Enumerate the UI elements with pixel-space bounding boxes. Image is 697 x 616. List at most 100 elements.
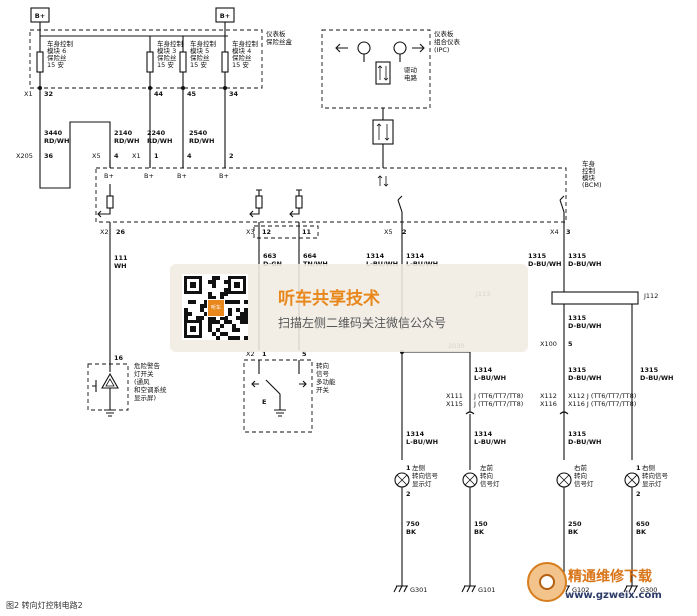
bcm-data-arrows-icon [377, 175, 389, 187]
figure-caption: 图2 转向灯控制电路2 [6, 601, 83, 610]
qr-module [208, 320, 212, 324]
bcm-input-b [289, 189, 302, 218]
hazard-triangle-inner-icon [105, 378, 115, 387]
x205-pin: 36 [44, 152, 54, 160]
bcm-pin-label: 2 [229, 152, 234, 160]
qr-module [204, 304, 208, 308]
wechat-promo-overlay: 听车 听车共享技术 扫描左侧二维码关注微信公众号 [170, 264, 528, 352]
qr-module [244, 320, 248, 324]
bcm-left-output-switch [397, 195, 403, 222]
ground-symbol-icon [393, 585, 408, 593]
wire-color-label: D-BU/WH [568, 322, 601, 330]
bcm-bplus-label: B+ [219, 172, 229, 180]
qr-module [236, 300, 240, 304]
bcm-hazard-input [97, 184, 111, 218]
lamp-label: 显示灯 [642, 479, 662, 488]
fuse-pin-label: 34 [229, 90, 239, 98]
wire-id-label: 1314 [406, 430, 425, 438]
qr-module [190, 282, 196, 288]
conn-pin: 2 [402, 228, 407, 236]
bcm-pin-label: 4 [187, 152, 192, 160]
promo-subtitle: 扫描左侧二维码关注微信公众号 [278, 316, 447, 330]
qr-module [188, 300, 192, 304]
conn-pin: X116 J (TT6/TT7/TT8) [568, 400, 636, 408]
qr-center-logo: 听车 [207, 299, 225, 317]
mf-switch-label: 多功能 [316, 377, 336, 386]
qr-module [228, 300, 232, 304]
qr-module [244, 336, 248, 340]
lamp-filament-icon [626, 474, 638, 486]
qr-code[interactable]: 听车 [182, 274, 248, 340]
ground-symbol-icon [274, 409, 286, 417]
conn-pin: J (TT6/TT7/TT8) [473, 392, 523, 400]
qr-module [224, 332, 228, 336]
qr-module [236, 308, 240, 312]
fuse-label: 保险丝 [47, 53, 67, 62]
qr-module [224, 288, 228, 292]
qr-module [204, 300, 208, 304]
wire-color-label: L-BU/WH [474, 374, 506, 382]
ground-label: G300 [640, 586, 657, 594]
bcm-resistor-icon [106, 195, 114, 209]
mf-switch-label: 信号 [316, 369, 330, 378]
hazard-switch-label: 危险警告 [134, 361, 161, 370]
wire-id-label: 1315 [568, 430, 587, 438]
qr-module [228, 320, 232, 324]
bcm-bplus-label: B+ [177, 172, 187, 180]
ipc-title: (IPC) [434, 46, 449, 54]
qr-module [220, 292, 224, 296]
qr-module [228, 312, 232, 316]
fuse-icon [221, 51, 229, 73]
qr-module [236, 328, 240, 332]
mf-leads [258, 360, 300, 374]
lamp-label: 显示灯 [412, 479, 432, 488]
wire-color-label: BK [406, 528, 417, 536]
wire-id-label: 1315 [640, 366, 659, 374]
ipc-right-arrow-icon [412, 43, 425, 53]
fuse-block-label: 仪表板 [266, 29, 286, 38]
promo-title: 听车共享技术 [278, 289, 380, 309]
qr-module [208, 280, 212, 284]
qr-module [236, 336, 240, 340]
wire-color-label: D-BU/WH [528, 260, 561, 268]
conn-label: X5 [384, 228, 393, 236]
qr-module [244, 300, 248, 304]
multifunction-switch-border [243, 359, 313, 433]
ipc-driver-label: 电路 [404, 73, 418, 82]
fuse-label: 15 安 [232, 60, 249, 69]
wire-id-label: 150 [474, 520, 488, 528]
conn-pin: J (TT6/TT7/TT8) [473, 400, 523, 408]
qr-module [232, 328, 236, 332]
qr-module [232, 336, 236, 340]
qr-module [192, 300, 196, 304]
wire-color-label: BK [474, 528, 485, 536]
wire-id-label: 1315 [568, 252, 587, 260]
bcm-conn-label: X1 [132, 152, 141, 160]
qr-module [224, 280, 228, 284]
ipc-title: 仪表板 [434, 29, 454, 38]
bcm-pin-label: 4 [114, 152, 119, 160]
fuse-icon [179, 51, 187, 73]
wire-color-label: RD/WH [147, 137, 172, 145]
qr-module [200, 308, 204, 312]
lamp-filament-icon [558, 474, 570, 486]
qr-module [216, 320, 220, 324]
qr-module [212, 316, 216, 320]
lamp-label: 转向信号 [642, 471, 669, 480]
bcm-pin-label: 1 [154, 152, 159, 160]
mf-switch-lever [265, 379, 281, 410]
fuse-label: 模块 6 [47, 46, 66, 55]
ipc-title: 组合仪表 [434, 37, 461, 46]
x205-label: X205 [16, 152, 33, 160]
qr-module [234, 282, 240, 288]
bcm-input-a [249, 189, 262, 218]
wire-id-label: 1315 [528, 252, 547, 260]
wire-color-label: L-BU/WH [474, 438, 506, 446]
qr-module [184, 308, 188, 312]
conn-pin: X112 J (TT6/TT7/TT8) [568, 392, 636, 400]
qr-module [208, 328, 212, 332]
pin-label: 5 [568, 340, 573, 348]
qr-module [220, 296, 224, 300]
pin-label: 5 [302, 350, 307, 358]
wire-id-label: 1314 [474, 430, 493, 438]
